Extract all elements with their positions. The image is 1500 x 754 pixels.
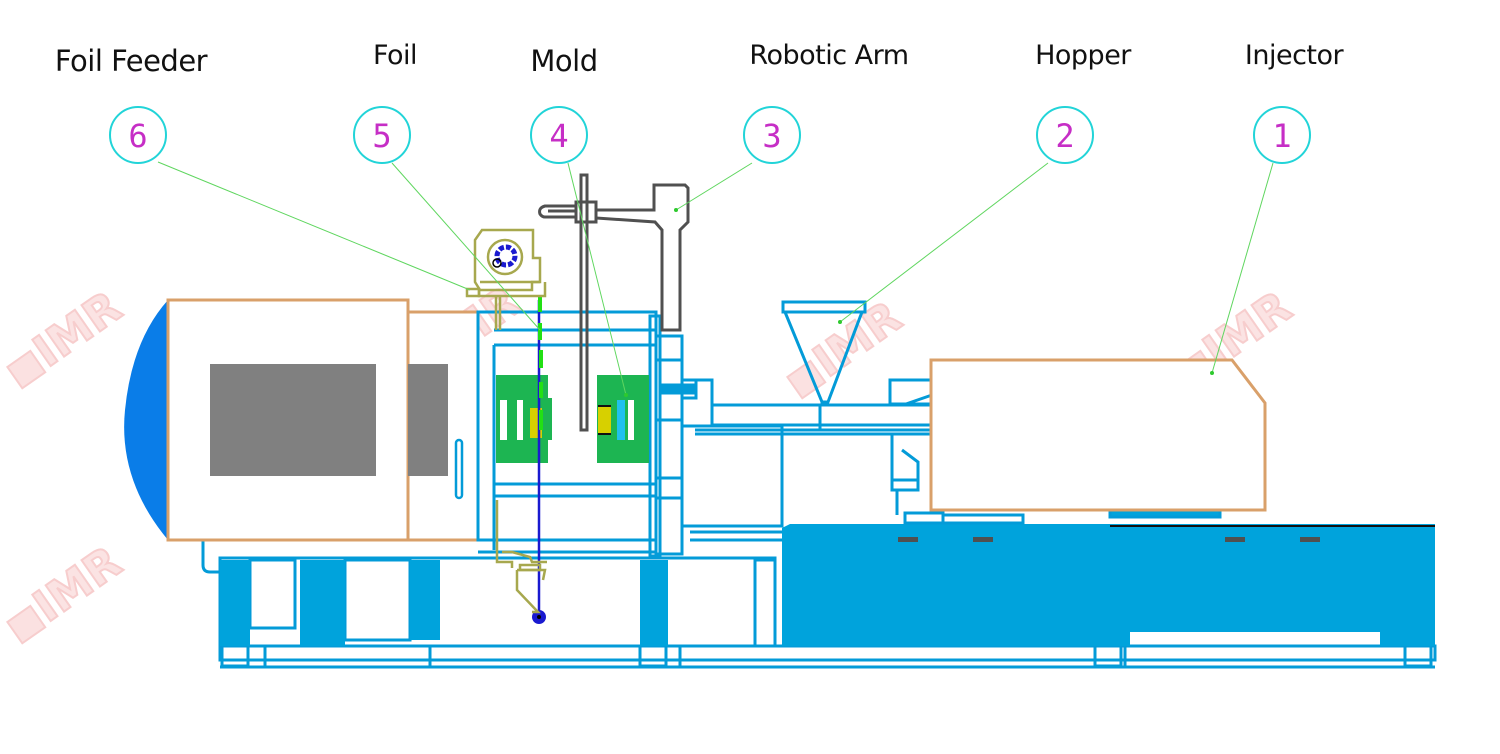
leader-6 — [157, 161, 471, 291]
hopper — [781, 300, 867, 406]
callout-number: 3 — [762, 117, 781, 155]
svg-text:IMR: IMR — [24, 282, 130, 378]
label-injector: Injector — [1244, 40, 1344, 71]
label-mold: Mold — [530, 44, 598, 78]
callout-6[interactable]: 6 — [109, 106, 167, 164]
leader-4 — [567, 162, 627, 396]
callout-number: 2 — [1055, 117, 1074, 155]
label-robotic-arm: Robotic Arm — [749, 40, 909, 71]
foil-feed-roll — [492, 244, 518, 268]
callout-number: 1 — [1272, 117, 1291, 155]
mold-moving-half — [597, 375, 649, 463]
callout-number: 4 — [549, 117, 568, 155]
leader-lines — [157, 161, 1274, 396]
foil-lower-guide — [495, 500, 547, 614]
machine-base-solid — [220, 524, 1435, 646]
injection-barrel — [695, 378, 934, 515]
housing-window — [210, 364, 376, 476]
leader-1 — [1211, 162, 1274, 374]
svg-text:IMR: IMR — [24, 537, 130, 633]
injector-carriage-rails — [903, 508, 1222, 525]
mold-fixed-half — [496, 375, 552, 463]
leader-5 — [391, 162, 541, 331]
callout-number: 5 — [372, 117, 391, 155]
svg-text:IMR: IMR — [804, 292, 910, 388]
callout-3[interactable]: 3 — [743, 106, 801, 164]
door-handle[interactable] — [454, 438, 464, 500]
watermark-logo: IMR — [5, 281, 132, 390]
label-hopper: Hopper — [1035, 40, 1131, 71]
callout-2[interactable]: 2 — [1036, 106, 1094, 164]
leader-2 — [839, 162, 1049, 323]
callout-1[interactable]: 1 — [1253, 106, 1311, 164]
label-foil-feeder: Foil Feeder — [54, 44, 208, 78]
callout-4[interactable]: 4 — [530, 106, 588, 164]
clamp-end-cap — [124, 300, 168, 540]
foot-pad — [220, 644, 1433, 668]
callout-5[interactable]: 5 — [353, 106, 411, 164]
roller-axle — [537, 615, 541, 619]
callout-number: 6 — [128, 117, 147, 155]
base-slot-marks — [898, 537, 1320, 542]
leader-dots — [624, 208, 1214, 397]
door-window — [408, 364, 448, 476]
injector-housing — [929, 358, 1267, 512]
watermark-logo: IMR — [5, 536, 132, 645]
foil-feeder — [465, 228, 547, 330]
label-foil: Foil — [372, 40, 418, 71]
robotic-arm — [538, 173, 690, 432]
leader-3 — [675, 162, 753, 211]
foil-highlight — [538, 295, 543, 430]
